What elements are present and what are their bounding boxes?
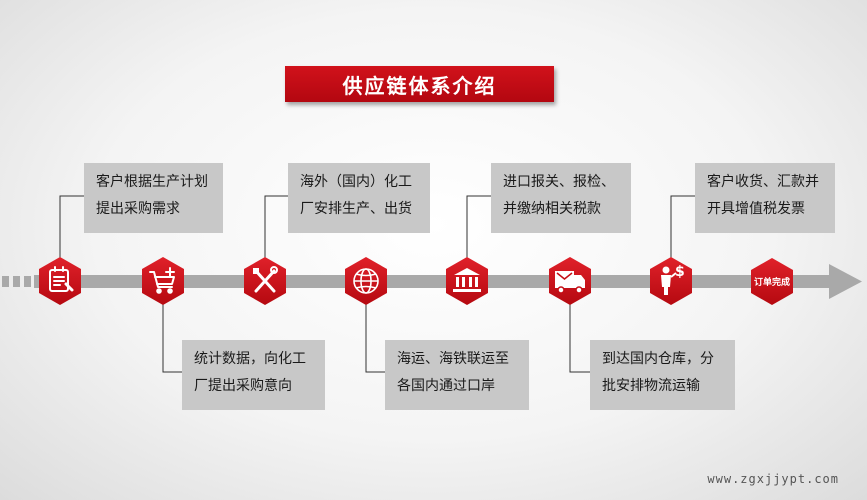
- timeline-track: [34, 275, 830, 288]
- customs-building-node: [446, 257, 488, 305]
- step-6-line-2: 批安排物流运输: [602, 378, 700, 394]
- delivery-truck-icon: [555, 271, 585, 294]
- step-box-6: 到达国内仓库，分 批安排物流运输: [590, 340, 735, 410]
- step-box-1: 客户根据生产计划 提出采购需求: [84, 163, 223, 233]
- customs-building-icon: [453, 268, 481, 292]
- globe-icon: [353, 268, 379, 294]
- step-4-line-1: 海运、海铁联运至: [397, 351, 509, 367]
- step-1-line-2: 提出采购需求: [96, 201, 180, 217]
- step-box-5: 进口报关、报检、 并缴纳相关税款: [491, 163, 631, 233]
- timeline-arrowhead: [829, 264, 862, 299]
- track-dashed-start: [2, 276, 31, 287]
- connector-step-2: [162, 302, 182, 373]
- step-2-line-1: 统计数据，向化工: [194, 351, 306, 367]
- watermark-url: www.zgxjjypt.com: [707, 472, 839, 486]
- payment-person-icon: $: [661, 264, 685, 295]
- connector-step-1: [59, 195, 84, 258]
- step-box-2: 统计数据，向化工 厂提出采购意向: [182, 340, 325, 410]
- connector-step-6: [569, 302, 590, 373]
- step-6-line-1: 到达国内仓库，分: [602, 351, 714, 367]
- step-box-7: 客户收货、汇款并 开具增值税发票: [695, 163, 835, 233]
- connector-lines: [59, 195, 695, 373]
- step-5-line-2: 并缴纳相关税款: [503, 201, 601, 217]
- connector-step-4: [365, 302, 385, 373]
- svg-text:$: $: [675, 264, 685, 280]
- connector-step-5: [466, 195, 491, 258]
- step-7-line-1: 客户收货、汇款并: [707, 174, 819, 190]
- step-7-line-2: 开具增值税发票: [707, 201, 805, 217]
- step-4-line-2: 各国内通过口岸: [397, 378, 495, 394]
- payment-person-node: [650, 257, 692, 305]
- order-complete-node: [751, 258, 793, 305]
- page-title: 供应链体系介绍: [285, 66, 554, 102]
- tools-icon: [253, 266, 278, 293]
- step-5-line-1: 进口报关、报检、: [503, 174, 615, 190]
- step-3-line-1: 海外（国内）化工: [300, 174, 412, 190]
- connector-step-3: [264, 195, 288, 258]
- step-box-3: 海外（国内）化工 厂安排生产、出货: [288, 163, 430, 233]
- step-box-4: 海运、海铁联运至 各国内通过口岸: [385, 340, 529, 410]
- order-form-icon: [49, 266, 74, 292]
- shopping-cart-icon: [149, 267, 175, 294]
- step-3-line-2: 厂安排生产、出货: [300, 201, 412, 217]
- connector-step-7: [670, 195, 695, 258]
- shopping-cart-node: [142, 257, 184, 305]
- order-complete-label: 订单完成: [754, 276, 790, 288]
- step-1-line-1: 客户根据生产计划: [96, 174, 208, 190]
- step-2-line-2: 厂提出采购意向: [194, 378, 292, 394]
